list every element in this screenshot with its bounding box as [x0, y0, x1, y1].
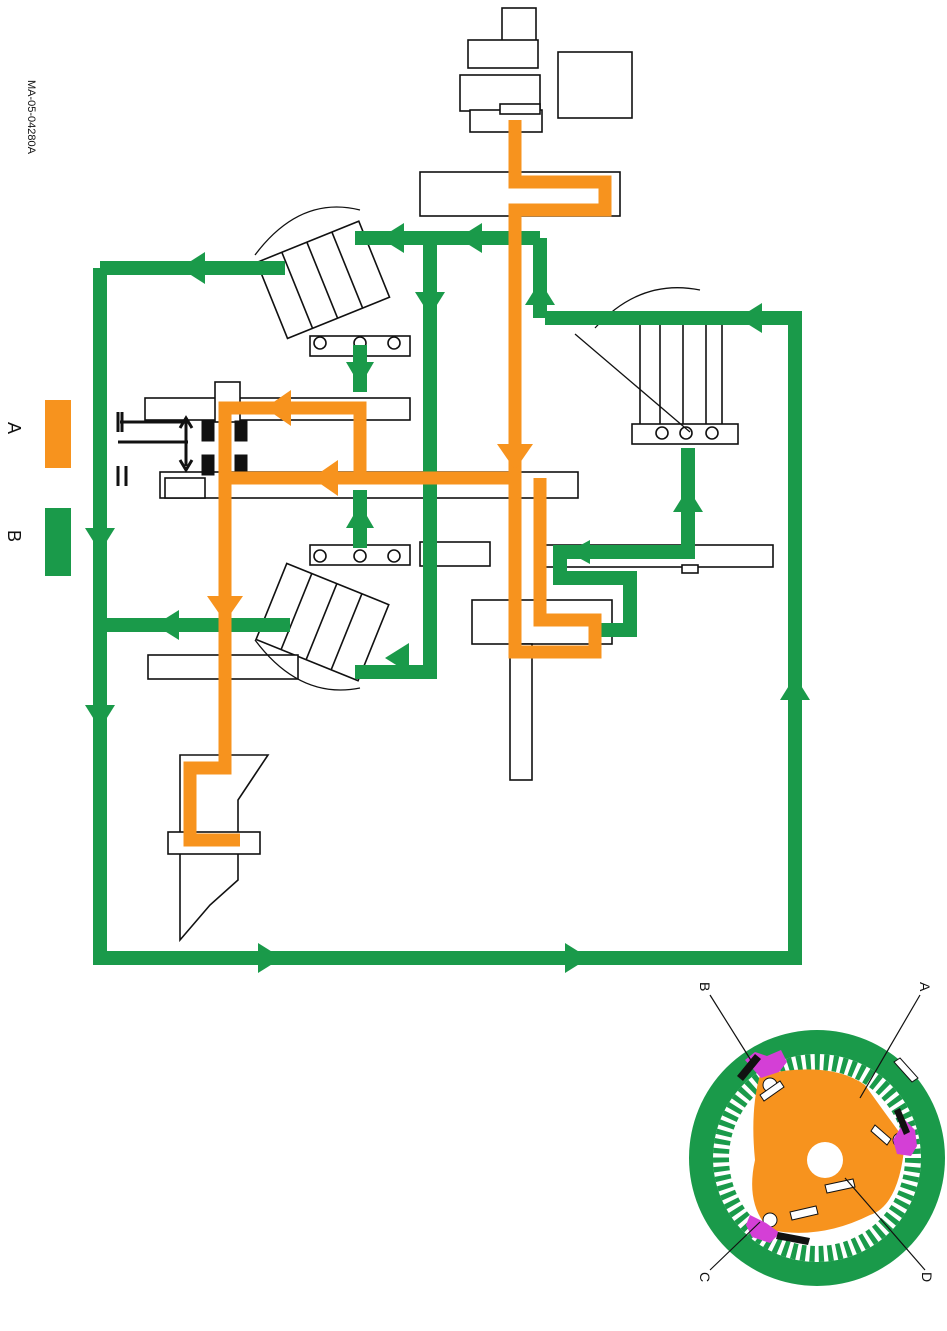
legend-swatch-a [45, 400, 71, 468]
right-motor-housing [640, 312, 722, 428]
green-arrow-1 [180, 252, 205, 284]
green-arrow-7 [738, 303, 762, 333]
green-arrow-6 [780, 676, 810, 700]
legend: A B [4, 400, 71, 576]
right-gear-tab [682, 565, 698, 573]
green-arrow-8 [525, 281, 555, 305]
planet-label-d: D [919, 1272, 935, 1282]
green-arrow-14 [155, 610, 179, 640]
green-arrow-11 [415, 292, 445, 316]
left-bearing-block-bottom [165, 478, 205, 498]
legend-label-a: A [4, 422, 24, 434]
top-hub [500, 104, 540, 114]
green-arrow-2 [85, 528, 115, 552]
figure-code: MA-05-04280A [25, 80, 37, 155]
green-arrow-4 [258, 943, 282, 973]
legend-swatch-b [45, 508, 71, 576]
legend-label-b: B [4, 530, 24, 542]
parking-drum [558, 52, 632, 118]
green-arrow-3 [85, 705, 115, 729]
green-arrow-9 [458, 223, 482, 253]
mechanical-arrows [207, 390, 533, 622]
green-arrow-16 [673, 488, 703, 512]
green-arrow-5 [565, 943, 589, 973]
green-arrow-12 [346, 362, 374, 386]
orange-arrow-1 [497, 444, 533, 470]
green-arrow-13 [346, 504, 374, 528]
planet-label-a: A [917, 982, 933, 992]
planet-label-c: C [697, 1272, 713, 1282]
top-flange [468, 40, 538, 68]
planetary-gear-detail: A B C D [689, 982, 945, 1286]
green-arrow-10 [380, 223, 404, 253]
input-shaft [510, 644, 532, 780]
planet-label-b: B [697, 982, 713, 991]
